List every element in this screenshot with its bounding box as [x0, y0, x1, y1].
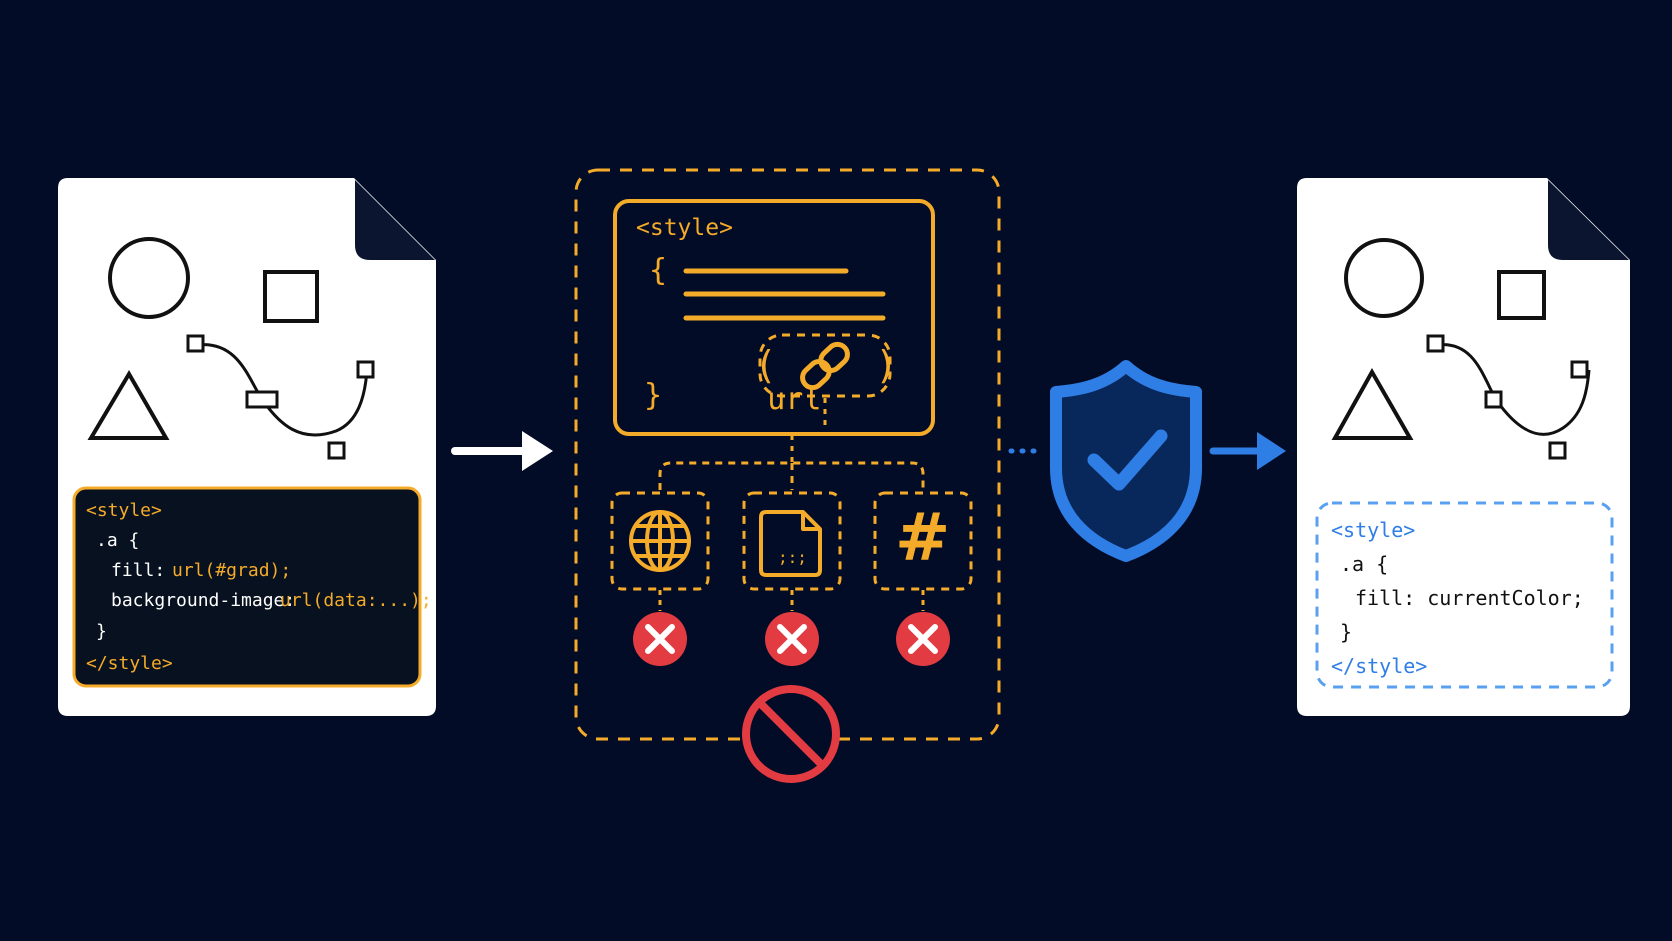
left-code-fill-url-value: url(#grad);: [172, 560, 292, 581]
left-style-code: <style> .a { fill: url(#grad); backgroun…: [86, 496, 432, 796]
data-document-target-box: [742, 491, 842, 591]
left-code-style-open: <style>: [86, 500, 162, 521]
filter-style-code: <style> { }: [636, 212, 733, 412]
input-right-arrow-head: [522, 431, 553, 471]
left-bezier-anchor-icon: [245, 390, 279, 409]
hash-icon: #: [895, 499, 951, 576]
right-bezier-anchor-icon: [1426, 334, 1445, 353]
right-bezier-curve-icon: [1436, 343, 1591, 436]
left-square-shape-icon: [263, 270, 319, 323]
right-circle-shape-icon: [1344, 238, 1424, 318]
right-bezier-anchor-icon: [1570, 360, 1589, 379]
right-code-style-open: <style>: [1331, 518, 1416, 542]
left-code-fill-property: fill:: [111, 560, 166, 581]
left-bezier-anchor-icon: [186, 334, 205, 353]
left-style-code-panel: [72, 486, 422, 688]
right-code-current-color-fill: fill: currentColor;: [1355, 586, 1584, 610]
blocked-targets-connector: [658, 461, 925, 490]
link-icon: [800, 341, 850, 391]
security-shield-icon: [1050, 360, 1202, 562]
filter-url-open-paren: (: [754, 343, 777, 387]
hash-target-box: [873, 491, 973, 591]
globe-blocked-x-icon: [633, 612, 687, 666]
right-code-selector: .a {: [1340, 552, 1389, 576]
left-code-style-close: </style>: [86, 653, 173, 674]
data-document-icon: [759, 510, 822, 577]
left-bezier-curve-icon: [196, 343, 369, 437]
document-blocked-x-icon: [765, 612, 819, 666]
right-triangle-shape-icon: [1331, 367, 1414, 440]
filter-url-label: url: [767, 382, 822, 417]
prohibited-icon: [742, 685, 840, 783]
filter-style-tag: <style>: [636, 215, 733, 241]
left-bezier-anchor-icon: [327, 441, 346, 460]
right-bezier-anchor-icon: [1484, 390, 1503, 409]
filter-open-brace: {: [649, 253, 668, 288]
left-document-folded-corner: [355, 180, 435, 260]
left-code-background-property: background-image:: [111, 590, 296, 611]
check-icon: [1087, 429, 1168, 491]
left-code-background-url-value: url(data:...);: [280, 590, 432, 611]
left-code-close-brace: }: [96, 621, 107, 642]
left-triangle-shape-icon: [87, 370, 170, 440]
filter-url-function: url ( ): [695, 343, 898, 522]
left-circle-shape-icon: [108, 237, 190, 319]
output-right-arrow-head: [1257, 432, 1286, 470]
right-square-shape-icon: [1497, 270, 1546, 320]
data-document-icon-text: ;:;: [778, 548, 807, 567]
right-sanitized-style-code: <style> .a { fill: currentColor; } </sty…: [1331, 513, 1584, 751]
right-document: [1297, 178, 1630, 716]
left-document: [58, 178, 436, 716]
filter-url-close-paren: ): [875, 343, 898, 387]
right-document-folded-corner: [1548, 180, 1629, 260]
css-url-filter: [574, 168, 1001, 783]
right-bezier-anchor-icon: [1548, 441, 1567, 460]
left-code-selector: .a {: [96, 530, 140, 551]
hash-blocked-x-icon: [896, 612, 950, 666]
url-link-dashed-box: [758, 333, 892, 398]
globe-target-box: [610, 491, 710, 591]
globe-icon: [629, 510, 691, 572]
right-sanitized-code-panel: [1315, 501, 1614, 689]
right-code-close-brace: }: [1340, 620, 1353, 644]
filter-close-brace: }: [644, 378, 663, 413]
left-bezier-anchor-icon: [356, 360, 375, 379]
right-code-style-close: </style>: [1331, 654, 1428, 678]
